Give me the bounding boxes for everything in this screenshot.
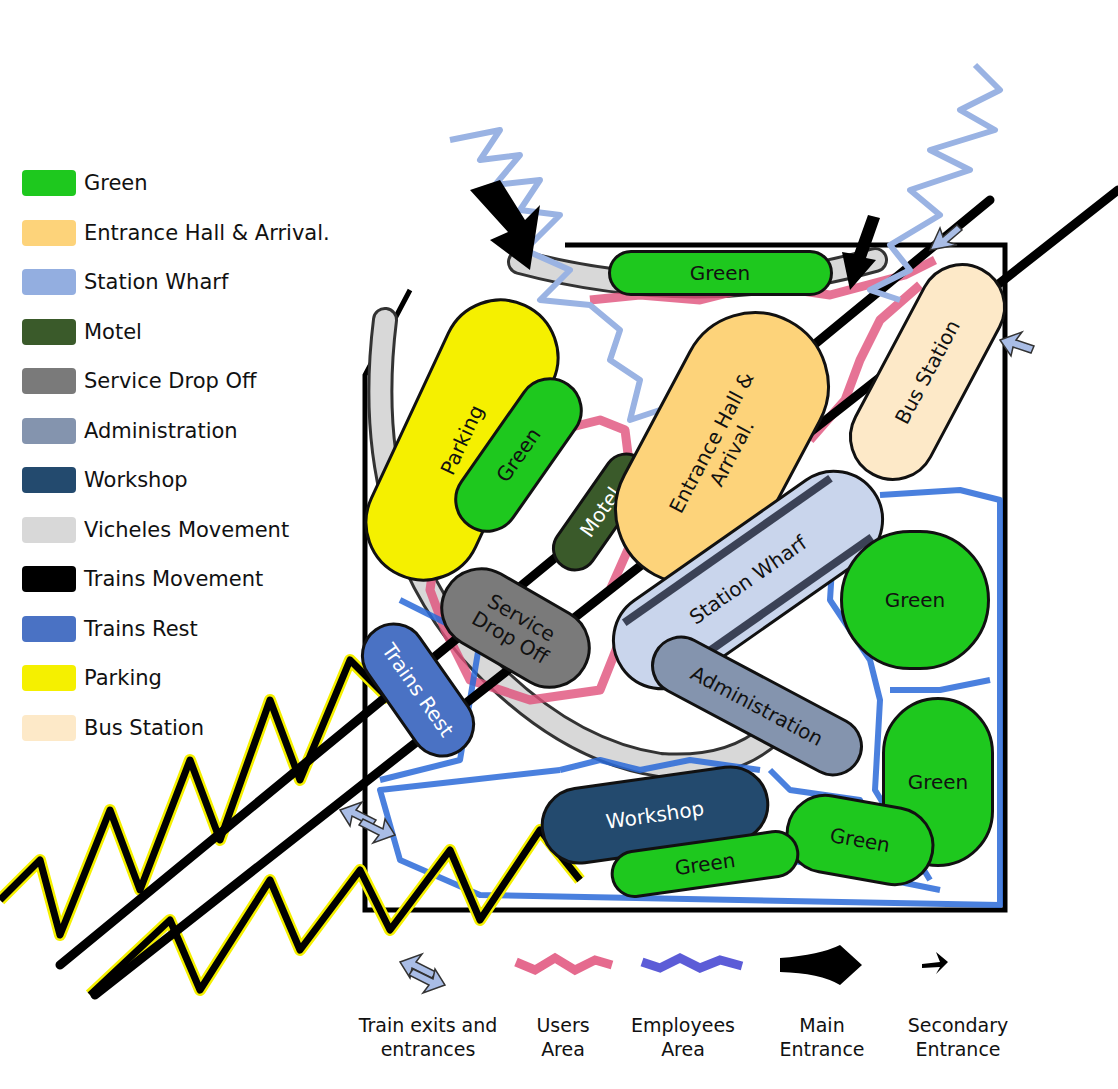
zone-bubble: Green	[608, 250, 833, 296]
legend-text: Main Entrance	[767, 1014, 877, 1062]
legend-swatch	[22, 616, 76, 642]
legend-swatch	[22, 665, 76, 691]
legend-text: Bus Station	[84, 716, 204, 740]
legend-text: Administration	[84, 419, 238, 443]
train-track	[60, 190, 1118, 995]
legend-swatch	[22, 368, 76, 394]
zone-label: Green	[690, 262, 751, 285]
legend-text: Employees Area	[623, 1014, 743, 1062]
legend-text: Station Wharf	[84, 270, 228, 294]
legend-text: Trains Rest	[84, 617, 198, 641]
legend-swatch	[22, 418, 76, 444]
legend-swatch	[22, 715, 76, 741]
legend-swatch	[22, 220, 76, 246]
legend-text: Secondary Entrance	[883, 1014, 1033, 1062]
legend-swatch	[22, 517, 76, 543]
legend-swatch	[22, 269, 76, 295]
legend-swatch	[22, 319, 76, 345]
legend-text: Trains Movement	[84, 567, 263, 591]
legend-text: Service Drop Off	[84, 369, 256, 393]
legend-text: Workshop	[84, 468, 188, 492]
legend-text: Entrance Hall & Arrival.	[84, 221, 330, 245]
legend-text: Green	[84, 171, 148, 195]
legend-swatch	[22, 170, 76, 196]
zone-bubble: Green	[840, 530, 990, 670]
legend-text: Train exits and entrances	[333, 1014, 523, 1062]
legend-swatch	[22, 467, 76, 493]
zone-label: Green	[885, 589, 946, 612]
legend-swatch	[22, 566, 76, 592]
zone-label: Green	[908, 771, 969, 794]
legend-symbol	[400, 945, 948, 993]
legend-text: Motel	[84, 320, 142, 344]
legend-text: Parking	[84, 666, 162, 690]
legend-text: Users Area	[518, 1014, 608, 1062]
legend-text: Vicheles Movement	[84, 518, 289, 542]
